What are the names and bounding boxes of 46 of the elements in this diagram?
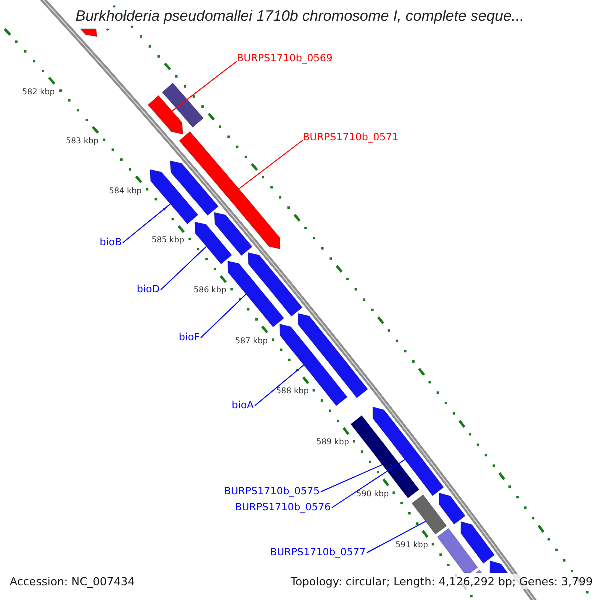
gene-block [148,95,184,135]
gene-label: BURPS1710b_0575 [224,486,320,498]
info-text: Topology: circular; Length: 4,126,292 bp; Genes: 3,799 [288,574,595,590]
leader-line [332,459,406,508]
gene-label: BURPS1710b_0569 [237,54,333,64]
gene-block [372,406,444,496]
gene-label: bioB [100,238,122,248]
gene-block [194,222,232,265]
leader-line [172,61,238,112]
gene-block [150,169,199,225]
gene-label: bioA [232,400,254,412]
gene-block [105,28,111,32]
leader-line [320,464,383,492]
gene-label: BURPS1710b_0571 [303,132,399,144]
leader-line [122,204,172,244]
scale-tick-label: 586 kbp [194,286,227,295]
scale-tick-label: 583 kbp [66,136,99,146]
leader-line [238,140,304,190]
gene-block [162,82,204,128]
gene-label: BURPS1710b_0576 [235,502,331,514]
gene-block [412,494,448,535]
scale-tick-label: 589 kbp [316,438,350,447]
gene-block [228,260,285,328]
gene-label: bioF [179,332,200,344]
gene-block [80,28,98,38]
gene-block [248,252,303,317]
gene-label: bioD [137,284,160,296]
gene-block [437,528,478,574]
scale-tick-label: 584 kbp [109,186,142,196]
scale-tick-label: 590 kbp [356,489,390,498]
leader-line [160,246,208,290]
scale-tick-label: 587 kbp [235,336,268,346]
gene-label: BURPS1710b_0577 [270,548,366,558]
leader-line [254,364,304,406]
gene-block [460,521,496,564]
scale-tick-label: 591 kbp [396,540,428,550]
gene-block [170,160,219,216]
scale-tick-label: 582 kbp [22,88,55,96]
info-text: Accession: NC_007434 [9,574,136,590]
leader-line [200,294,247,338]
scale-tick-label: 588 kbp [276,386,309,396]
gene-block [214,212,253,256]
gene-block [439,492,466,525]
scale-tick-label: 585 kbp [152,236,184,245]
leader-line [366,521,426,554]
gene-block [350,415,420,499]
